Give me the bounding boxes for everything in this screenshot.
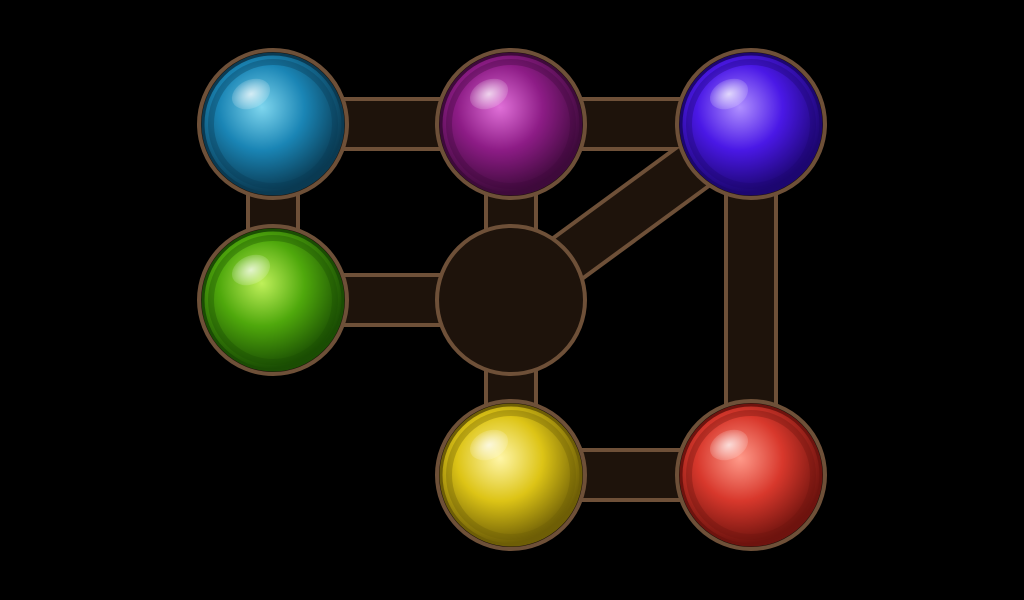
green-ball-shine [231, 254, 271, 286]
blue-ball-body [201, 52, 345, 196]
green-ball-body [201, 228, 345, 372]
violet-ball[interactable] [679, 52, 823, 196]
purple-ball[interactable] [439, 52, 583, 196]
red-ball[interactable] [679, 403, 823, 547]
purple-ball-rim [446, 59, 576, 189]
red-ball-body [679, 403, 823, 547]
violet-ball-body [679, 52, 823, 196]
blue-ball-shine [231, 78, 271, 110]
violet-ball-rim [686, 59, 816, 189]
purple-ball-shine [469, 78, 509, 110]
yellow-ball-shine [469, 429, 509, 461]
violet-ball-shine [709, 78, 749, 110]
purple-ball-body [439, 52, 583, 196]
yellow-ball-body [439, 403, 583, 547]
balls [201, 52, 823, 547]
empty-slot[interactable] [435, 224, 587, 376]
red-ball-rim [686, 410, 816, 540]
yellow-ball[interactable] [439, 403, 583, 547]
blue-ball-rim [208, 59, 338, 189]
green-ball[interactable] [201, 228, 345, 372]
red-ball-shine [709, 429, 749, 461]
yellow-ball-rim [446, 410, 576, 540]
green-ball-rim [208, 235, 338, 365]
blue-ball[interactable] [201, 52, 345, 196]
